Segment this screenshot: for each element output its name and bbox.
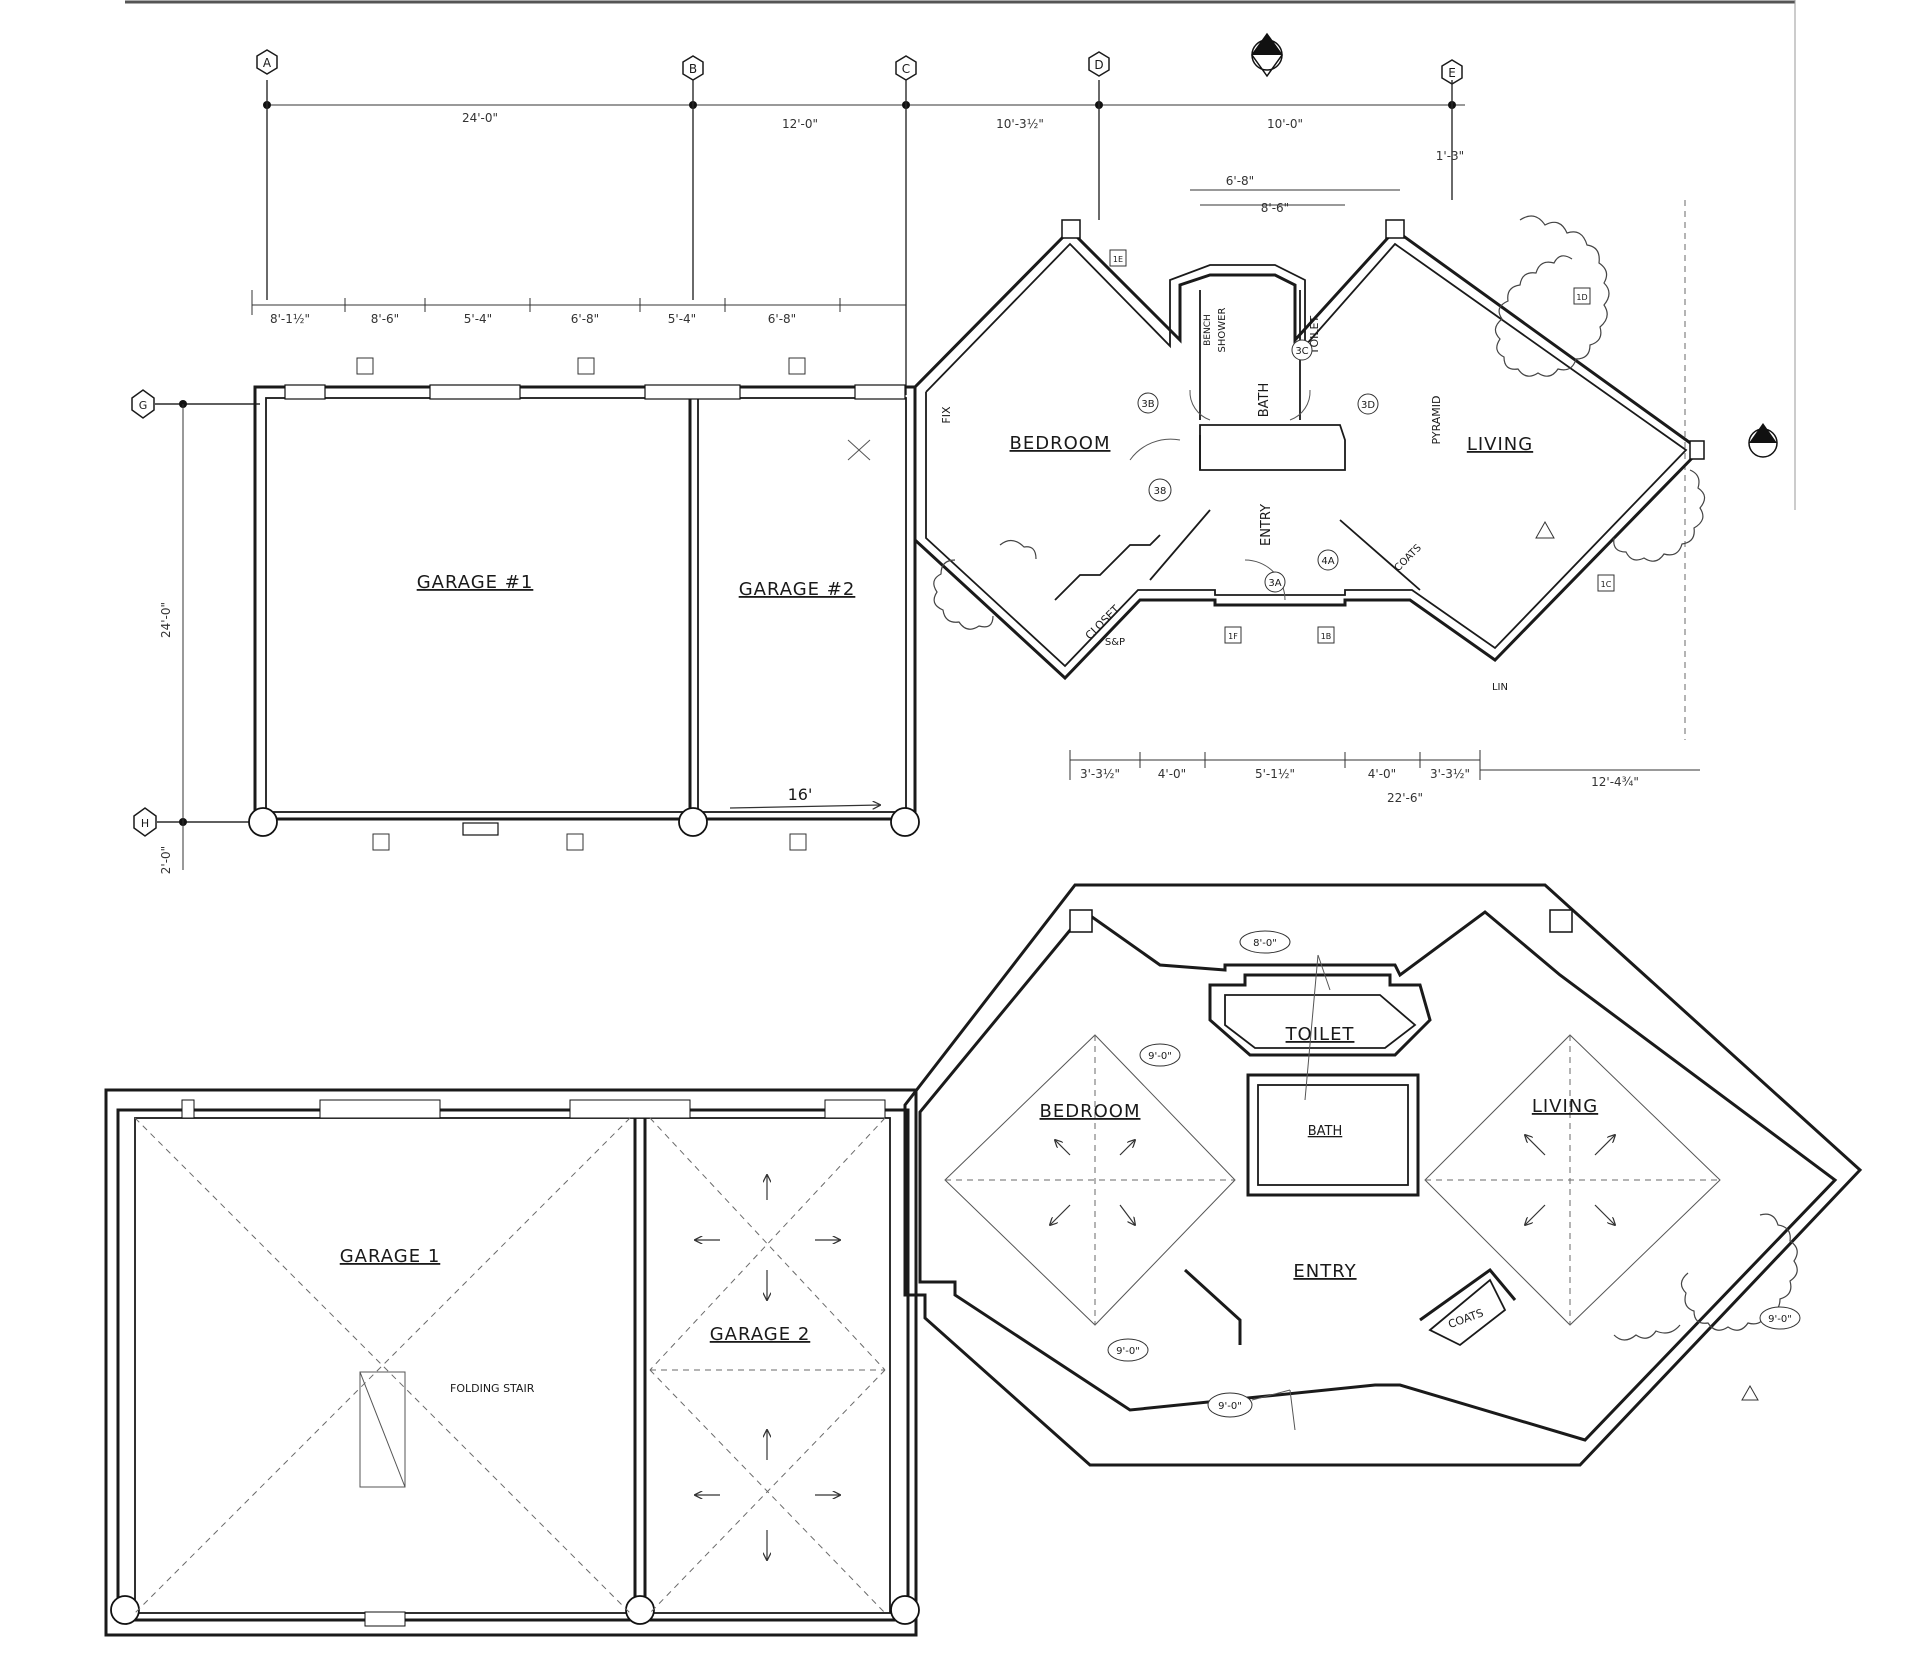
dim-side-2: 2'-0" (159, 846, 173, 874)
grid-bubble-b: B (682, 55, 704, 81)
dim-garage-6: 6'-8" (768, 312, 796, 326)
ceiling-plan: GARAGE 1 FOLDING STAIR GARAGE 2 (104, 883, 1863, 1637)
room-label-bench: BENCH (1203, 314, 1213, 346)
ceiling-height-3: 9'-0" (1116, 1346, 1140, 1357)
dim-side-1: 24'-0" (159, 602, 173, 638)
ceiling-revision-triangle-icon (1741, 1384, 1759, 1401)
ceiling-label-entry: ENTRY (1293, 1261, 1356, 1282)
door-tags: 38 3B 3A 3D 3C 4A (1137, 339, 1379, 593)
grid-label-c: C (902, 62, 910, 76)
grid-label-b: B (689, 62, 697, 76)
dim-garage-1: 8'-1½" (270, 312, 310, 326)
dim-top-2: 12'-0" (782, 117, 818, 131)
dim-top-1: 24'-0" (462, 111, 498, 125)
ceiling-label-toilet: TOILET (1285, 1024, 1355, 1045)
window-tag-2: 1B (1321, 632, 1332, 641)
dim-top-3: 10'-3½" (996, 117, 1044, 131)
grid-label-a: A (263, 56, 272, 70)
dim-garage-3: 5'-4" (464, 312, 492, 326)
dim-garage-4: 6'-8" (571, 312, 599, 326)
window-tag-3: 1C (1601, 580, 1612, 589)
window-tag-0: 1E (1113, 255, 1123, 264)
room-label-coats: COATS (1393, 543, 1424, 574)
grid-bubble-c: C (895, 55, 917, 81)
dim-garage-2: 8'-6" (371, 312, 399, 326)
door-tag-1: 3B (1141, 399, 1154, 410)
ceiling-label-bath: BATH (1308, 1124, 1343, 1139)
grid-label-d: D (1094, 58, 1103, 72)
grid-bubble-a: A (256, 49, 278, 75)
room-label-garage1: GARAGE #1 (417, 572, 534, 593)
room-label-garage2: GARAGE #2 (739, 579, 856, 600)
ceiling-label-garage1: GARAGE 1 (340, 1246, 441, 1267)
garage-walls (248, 384, 920, 837)
dim-bottom-7: 12'-4¾" (1591, 775, 1639, 789)
house-walls (913, 219, 1705, 681)
door-tag-3: 3D (1361, 400, 1375, 411)
ceiling-label-bedroom: BEDROOM (1040, 1101, 1141, 1122)
door-tag-0: 38 (1154, 486, 1167, 497)
dim-right-1: 6'-8" (1226, 174, 1254, 188)
grid-label-h: H (141, 817, 149, 830)
grid-bubble-d: D (1088, 51, 1110, 77)
grid-bubble-h: H (133, 807, 157, 837)
dim-bottom-3: 5'-1½" (1255, 767, 1295, 781)
door-tag-2: 3A (1268, 578, 1281, 589)
north-arrow-icon (1251, 32, 1283, 78)
grid-label-e: E (1448, 66, 1456, 80)
room-label-bedroom: BEDROOM (1010, 433, 1111, 454)
floor-plan: A B C D E G H (131, 32, 1778, 874)
dim-bottom-4: 4'-0" (1368, 767, 1396, 781)
note-lin: LIN (1492, 682, 1508, 693)
ceiling-label-garage2: GARAGE 2 (710, 1324, 811, 1345)
note-sp: S&P (1105, 637, 1125, 648)
door-tag-4: 3C (1295, 346, 1308, 357)
dim-garage-5: 5'-4" (668, 312, 696, 326)
room-label-shower: SHOWER (1217, 308, 1228, 353)
folding-stair-label: FOLDING STAIR (450, 1382, 535, 1395)
door-tag-5: 4A (1321, 556, 1334, 567)
note-pyramid: PYRAMID (1430, 395, 1443, 444)
room-label-living: LIVING (1467, 434, 1533, 455)
dim-right-2: 1'-3" (1436, 149, 1464, 163)
ceiling-label-living: LIVING (1532, 1096, 1598, 1117)
dim-right-3: 8'-6" (1261, 201, 1289, 215)
garage-span-label: 16' (788, 785, 813, 804)
grid-bubble-g: G (131, 389, 155, 419)
ceiling-label-coats: COATS (1446, 1306, 1485, 1331)
grid-bubble-e: E (1441, 59, 1463, 85)
dim-bottom-1: 3'-3½" (1080, 767, 1120, 781)
revision-triangle-icon (1535, 520, 1555, 539)
dim-bottom-6: 22'-6" (1387, 791, 1423, 805)
garage-span-arrow (729, 805, 880, 808)
room-label-entry: ENTRY (1259, 504, 1274, 546)
ceiling-height-1: 9'-0" (1148, 1051, 1172, 1062)
ceiling-height-2: 9'-0" (1768, 1314, 1792, 1325)
ceiling-height-4: 9'-0" (1218, 1401, 1242, 1412)
dim-bottom-5: 3'-3½" (1430, 767, 1470, 781)
dim-bottom-2: 4'-0" (1158, 767, 1186, 781)
window-tag-4: 1D (1576, 293, 1587, 302)
landscape-cloud-right (1494, 215, 1610, 377)
room-label-bath: BATH (1257, 383, 1272, 418)
ceiling-height-0: 8'-0" (1253, 938, 1277, 949)
window-tags: 1E 1F 1B 1C 1D (1109, 249, 1615, 644)
ceiling-heights: 8'-0" 9'-0" 9'-0" 9'-0" 9'-0" (1107, 930, 1801, 1418)
window-tag-1: 1F (1228, 632, 1238, 641)
dim-top-4: 10'-0" (1267, 117, 1303, 131)
grid-label-g: G (139, 399, 148, 412)
note-fix: FIX (940, 406, 953, 424)
section-marker-icon (1748, 423, 1778, 458)
